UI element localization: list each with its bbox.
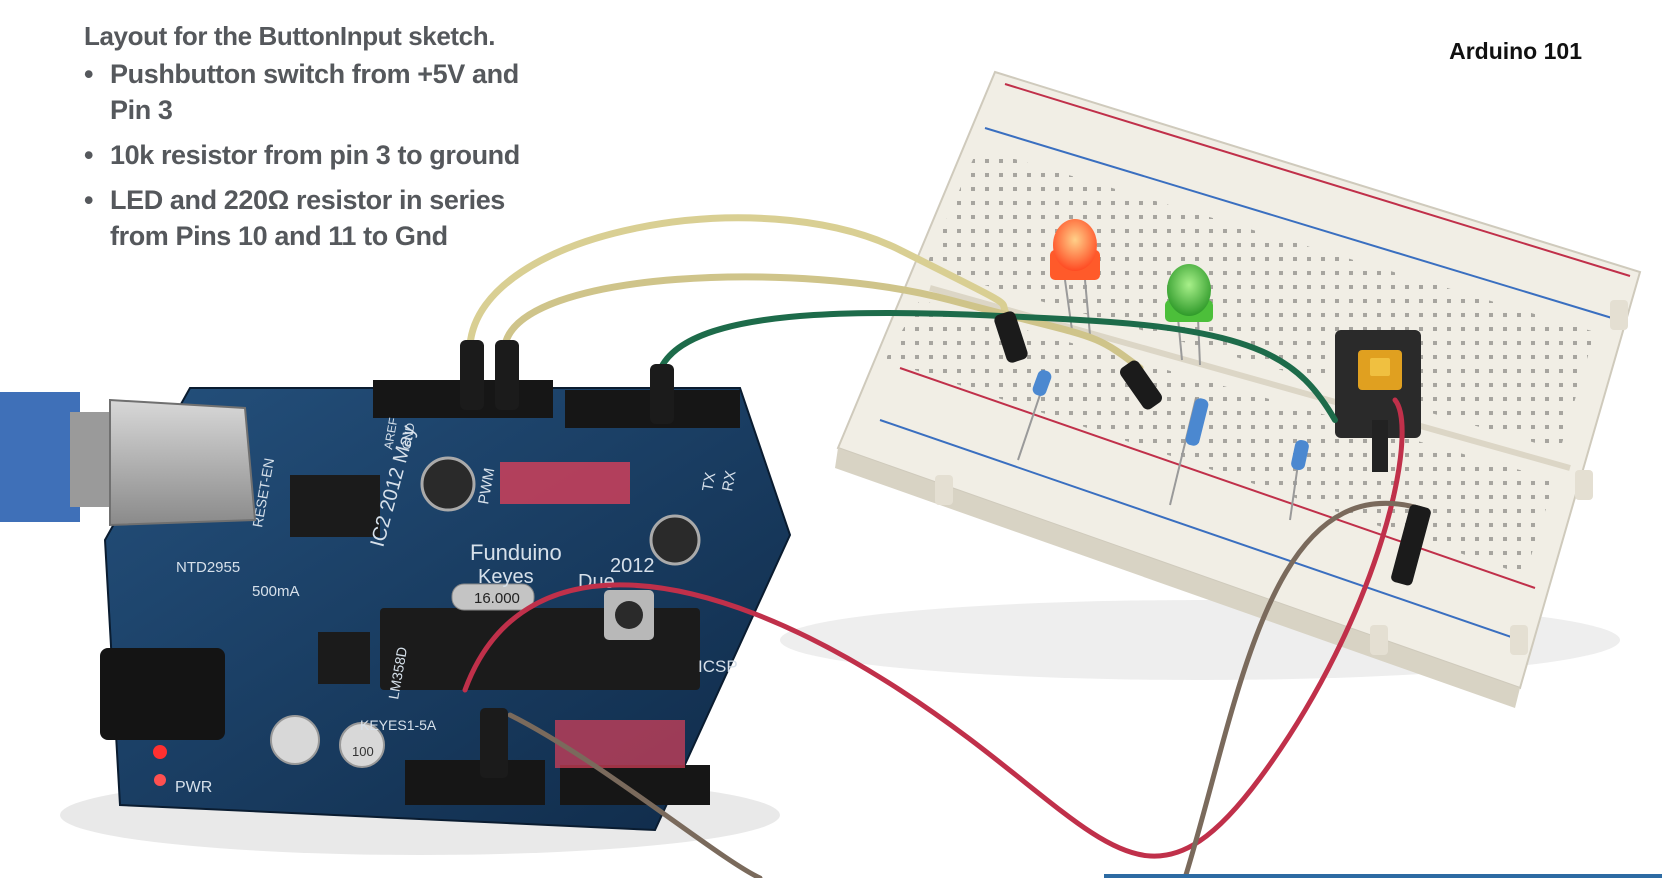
caption-bullet-text: LED and 220Ω resistor in series from Pin…: [110, 184, 505, 251]
power-led: [153, 745, 167, 759]
jumper-plug: [480, 708, 508, 778]
yellow-wire: [501, 273, 1144, 372]
maker-label: Keyes: [478, 566, 534, 588]
usb-connector: [70, 412, 112, 507]
usb-plug: [0, 392, 257, 527]
pin-highlights: [555, 720, 685, 768]
usb-cable: [0, 392, 80, 522]
caption-bullet-text: Pushbutton switch from +5V and Pin 3: [110, 58, 519, 125]
breadboard-holes-lower: [885, 300, 1555, 575]
jumper-plug: [650, 364, 674, 424]
header-strip: [405, 760, 545, 805]
breadboard-clip: [1575, 470, 1593, 500]
capacitor: [339, 722, 385, 768]
tx-label: TX: [699, 471, 719, 493]
wires: [460, 214, 1431, 878]
brown-wire: [1182, 500, 1428, 878]
usb-chip: [290, 475, 380, 537]
jumper-plug: [460, 340, 484, 410]
year-label: 2012: [610, 555, 655, 577]
caption-bullet: Pushbutton switch from +5V and Pin 3: [84, 56, 554, 128]
jumper-plug: [495, 340, 519, 410]
jumper-plug: [1120, 360, 1162, 410]
red-led: [1050, 219, 1100, 336]
crystal-label: 16.000: [474, 590, 520, 607]
jumper-plug: [994, 311, 1028, 363]
ntd-label: NTD2955: [176, 559, 240, 576]
resistor: [1169, 397, 1209, 506]
figure-caption: Layout for the ButtonInput sketch. Pushb…: [84, 20, 554, 263]
breadboard-clip: [1370, 625, 1388, 655]
gnd-label: GND: [399, 422, 417, 451]
breadboard-side: [835, 448, 1520, 708]
caption-bullet: 10k resistor from pin 3 to ground: [84, 137, 554, 173]
cap-label: 100: [352, 744, 374, 759]
brand-label: Funduino: [470, 540, 562, 565]
jumper-plug: [1391, 504, 1431, 586]
breadboard-rail-red: [899, 367, 1536, 589]
capacitor: [420, 456, 476, 512]
capacitor: [270, 715, 320, 765]
power-jack: [100, 648, 225, 740]
aref-label: AREF: [381, 417, 400, 451]
resistor: [1289, 439, 1309, 521]
small-chip: [318, 632, 370, 684]
caption-bullet-text: 10k resistor from pin 3 to ground: [110, 139, 520, 170]
keyes-mark: KEYES1-5A: [360, 717, 437, 733]
pin-highlights: [500, 462, 630, 504]
breadboard-rail-blue: [984, 127, 1613, 319]
green-wire: [657, 309, 1338, 423]
resistor: [1017, 370, 1052, 461]
icsp-label: ICSP: [698, 657, 738, 676]
pwm-label: PWM: [475, 467, 498, 506]
breadboard-rail-red: [1004, 83, 1631, 277]
fuse-label: 500mA: [252, 583, 300, 600]
caption-title: Layout for the ButtonInput sketch.: [84, 21, 496, 51]
breadboard-rail-blue: [879, 419, 1521, 641]
caption-bullet: LED and 220Ω resistor in series from Pin…: [84, 182, 554, 254]
breadboard: [835, 70, 1642, 708]
breadboard-clip: [1610, 300, 1628, 330]
red-wire: [462, 397, 1405, 859]
capacitor: [649, 514, 701, 566]
green-led: [1165, 264, 1213, 366]
usb-socket: [109, 398, 257, 527]
brown-wire: [507, 712, 763, 878]
reset-button-cap[interactable]: [615, 601, 643, 629]
header-strip: [560, 765, 710, 805]
crystal: [451, 583, 535, 611]
page-label: Arduino 101: [1449, 38, 1582, 64]
yellow-wire: [466, 214, 1014, 349]
bottom-rule: [1104, 874, 1662, 878]
breadboard-holes-upper: [925, 148, 1595, 450]
rx-label: RX: [719, 469, 739, 492]
caption-bullet-list: Pushbutton switch from +5V and Pin 3 10k…: [84, 56, 554, 254]
power-label: PWR: [175, 779, 212, 796]
breadboard-clip: [1510, 625, 1528, 655]
power-led: [154, 774, 166, 786]
breadboard-clip: [935, 475, 953, 505]
